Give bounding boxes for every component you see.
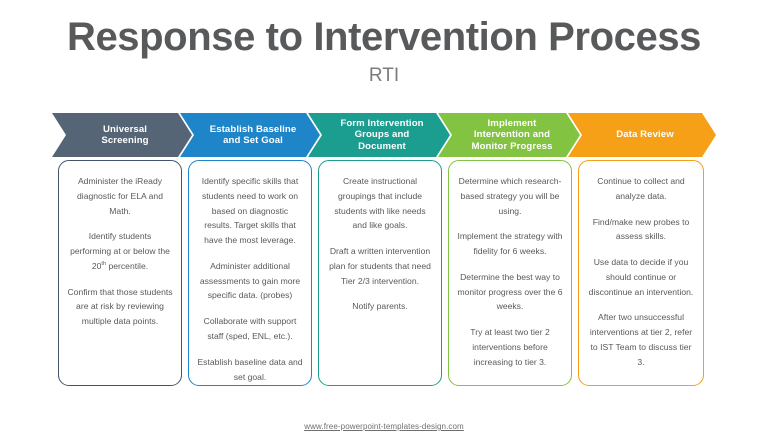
page-title: Response to Intervention Process (66, 15, 702, 59)
card-paragraph: Try at least two tier 2 interventions be… (470, 327, 550, 367)
card-step-1: Administer the iReady diagnostic for ELA… (58, 160, 182, 386)
footer-link[interactable]: www.free-powerpoint-templates-design.com (304, 422, 464, 431)
card-paragraph: Identify students performing at or below… (70, 231, 170, 271)
chevron-step-5-label: Data Review (616, 129, 674, 141)
card-paragraph: Create instructional groupings that incl… (334, 176, 426, 231)
card-step-3: Create instructional groupings that incl… (318, 160, 442, 386)
card-paragraph: After two unsuccessful interventions at … (589, 312, 693, 367)
card-paragraph: Confirm that those students are at risk … (67, 286, 173, 327)
card-paragraph: Notify parents. (352, 301, 408, 312)
card-step-5: Continue to collect and analyze data. Fin… (578, 160, 704, 386)
card-paragraph: Collaborate with support staff (sped, EN… (203, 316, 297, 342)
card-step-4: Determine which research-based strategy … (448, 160, 572, 386)
card-paragraph: Use data to decide if you should continu… (588, 257, 694, 297)
page-subtitle: RTI (368, 65, 400, 86)
card-paragraph: Administer additional assessments to gai… (199, 260, 301, 301)
card-paragraph: Identify specific skills that students n… (201, 176, 299, 246)
chevron-step-5[interactable]: Data Review (568, 113, 716, 157)
footer: www.free-powerpoint-templates-design.com (0, 416, 768, 434)
card-paragraph: Establish baseline data and set goal. (197, 356, 303, 382)
card-paragraph: Find/make new probes to assess skills. (592, 216, 690, 242)
card-paragraph: Administer the iReady diagnostic for ELA… (77, 176, 163, 216)
card-paragraph: Draft a written intervention plan for st… (329, 246, 431, 286)
process-card-row: Administer the iReady diagnostic for ELA… (58, 160, 704, 386)
card-paragraph: Continue to collect and analyze data. (597, 176, 685, 201)
card-paragraph: Implement the strategy with fidelity for… (457, 231, 563, 257)
card-step-2: Identify specific skills that students n… (188, 160, 312, 386)
card-paragraph: Determine which research-based strategy … (458, 176, 562, 216)
title-block: Response to Intervention Process RTI (0, 0, 768, 87)
card-paragraph: Determine the best way to monitor progre… (457, 271, 563, 312)
